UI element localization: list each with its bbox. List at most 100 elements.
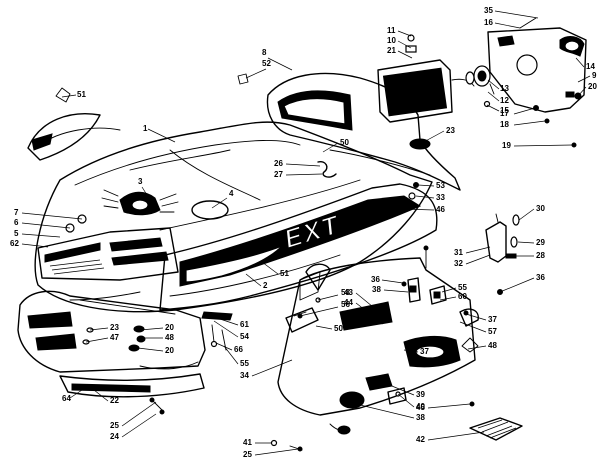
callout-c-37b: 37 bbox=[420, 347, 429, 356]
leader-line-c-44 bbox=[355, 302, 384, 325]
leader-line-c-55a bbox=[441, 287, 457, 293]
leader-line-c-5 bbox=[21, 233, 61, 238]
leader-line-c-43 bbox=[355, 292, 385, 317]
callout-c-66: 66 bbox=[234, 345, 243, 354]
leader-line-c-54 bbox=[213, 320, 239, 338]
callout-c-2: 2 bbox=[263, 281, 268, 290]
callout-c-50b: 50 bbox=[334, 324, 343, 333]
leader-line-c-3 bbox=[141, 186, 153, 204]
clip-46 bbox=[395, 205, 403, 212]
nut-19 bbox=[571, 142, 577, 148]
callout-c-53: 53 bbox=[436, 181, 445, 190]
leader-line-c-7 bbox=[21, 212, 83, 220]
front-grille bbox=[37, 214, 179, 281]
leader-line-c-62 bbox=[21, 243, 49, 248]
callout-c-6: 6 bbox=[14, 218, 19, 227]
leader-line-c-23a bbox=[419, 130, 445, 145]
callout-c-62: 62 bbox=[10, 239, 19, 248]
callout-c-20c: 20 bbox=[165, 346, 174, 355]
callout-c-58: 58 bbox=[341, 288, 350, 297]
callout-c-23b: 23 bbox=[110, 323, 119, 332]
leader-line-c-46 bbox=[401, 208, 435, 211]
bulb-socket bbox=[465, 65, 495, 108]
clip-57 bbox=[459, 308, 479, 327]
callout-c-36a: 36 bbox=[371, 275, 380, 284]
callout-c-20: 20 bbox=[588, 82, 597, 91]
callout-c-17: 17 bbox=[500, 109, 509, 118]
callout-c-23a: 23 bbox=[446, 126, 455, 135]
lower-trim bbox=[69, 291, 141, 301]
callout-c-9: 9 bbox=[592, 71, 597, 80]
callout-c-22: 22 bbox=[110, 396, 119, 405]
callout-c-54: 54 bbox=[240, 332, 249, 341]
leader-line-c-52 bbox=[245, 68, 267, 79]
screw-head-25 bbox=[149, 397, 155, 403]
callout-c-16: 16 bbox=[484, 18, 493, 27]
clip-52 bbox=[237, 73, 249, 85]
leader-line-c-13 bbox=[487, 79, 500, 90]
leader-line-c-19 bbox=[513, 144, 573, 147]
leader-line-c-50b bbox=[315, 325, 333, 330]
headlight-bracket bbox=[487, 17, 587, 113]
callout-c-60: 60 bbox=[458, 292, 467, 301]
leader-line-c-39 bbox=[381, 381, 415, 396]
leader-line-c-2 bbox=[245, 273, 262, 287]
leader-line-c-27 bbox=[285, 173, 323, 176]
callout-c-31: 31 bbox=[454, 248, 463, 257]
leader-line-c-42 bbox=[427, 431, 485, 441]
callout-c-27: 27 bbox=[274, 170, 283, 179]
callout-c-41: 41 bbox=[243, 438, 252, 447]
washer-41 bbox=[270, 439, 278, 447]
leader-line-c-17 bbox=[513, 107, 536, 115]
dash-cowl bbox=[266, 72, 461, 191]
leader-line-c-14 bbox=[575, 57, 585, 68]
leader-line-c-57 bbox=[459, 321, 487, 333]
leader-line-c-51 bbox=[61, 94, 77, 98]
leader-line-c-31 bbox=[465, 246, 491, 254]
callout-c-55b: 55 bbox=[240, 359, 249, 368]
callout-c-56: 56 bbox=[341, 300, 350, 309]
callout-c-38b: 38 bbox=[416, 413, 425, 422]
leader-line-c-25a bbox=[121, 401, 157, 427]
leader-line-c-58 bbox=[317, 294, 339, 301]
grommet-48b bbox=[461, 337, 479, 353]
screw-17 bbox=[533, 105, 539, 111]
leader-line-c-38b bbox=[355, 403, 415, 419]
callout-c-51b: 51 bbox=[280, 269, 289, 278]
callout-c-1: 1 bbox=[143, 124, 148, 133]
leader-line-c-48b bbox=[467, 345, 487, 350]
leader-line-c-50a bbox=[322, 142, 339, 153]
leader-line-c-35 bbox=[494, 10, 539, 19]
callout-c-36b: 36 bbox=[536, 273, 545, 282]
callout-c-21: 21 bbox=[387, 46, 396, 55]
washer-33 bbox=[408, 192, 416, 200]
ext-side-panel: EXT bbox=[159, 183, 438, 311]
screw-53 bbox=[413, 182, 419, 188]
leader-line-c-61 bbox=[213, 316, 239, 326]
leader-line-c-51b bbox=[261, 261, 279, 275]
leader-line-c-37b bbox=[403, 349, 419, 353]
callout-c-44: 44 bbox=[344, 298, 353, 307]
callout-c-51: 51 bbox=[77, 90, 86, 99]
leader-line-c-34 bbox=[251, 359, 293, 377]
callout-c-32: 32 bbox=[454, 259, 463, 268]
leader-line-c-16 bbox=[494, 22, 521, 29]
side-insert-51 bbox=[305, 263, 331, 291]
headlight-assembly bbox=[377, 34, 475, 123]
leader-line-c-40 bbox=[397, 393, 415, 408]
callout-c-29: 29 bbox=[536, 238, 545, 247]
callout-c-30: 30 bbox=[536, 204, 545, 213]
leader-line-c-60 bbox=[439, 296, 457, 301]
screw-head-25b bbox=[297, 446, 303, 452]
leader-line-c-15 bbox=[486, 104, 500, 112]
callout-c-10: 10 bbox=[387, 36, 396, 45]
callout-c-52: 52 bbox=[262, 59, 271, 68]
leader-line-c-8 bbox=[267, 57, 293, 71]
callout-c-48: 48 bbox=[165, 333, 174, 342]
callout-c-33: 33 bbox=[436, 193, 445, 202]
callout-c-24: 24 bbox=[110, 432, 119, 441]
callout-c-39: 39 bbox=[416, 390, 425, 399]
side-vent-piece bbox=[27, 87, 101, 161]
callout-c-20b: 20 bbox=[165, 323, 174, 332]
